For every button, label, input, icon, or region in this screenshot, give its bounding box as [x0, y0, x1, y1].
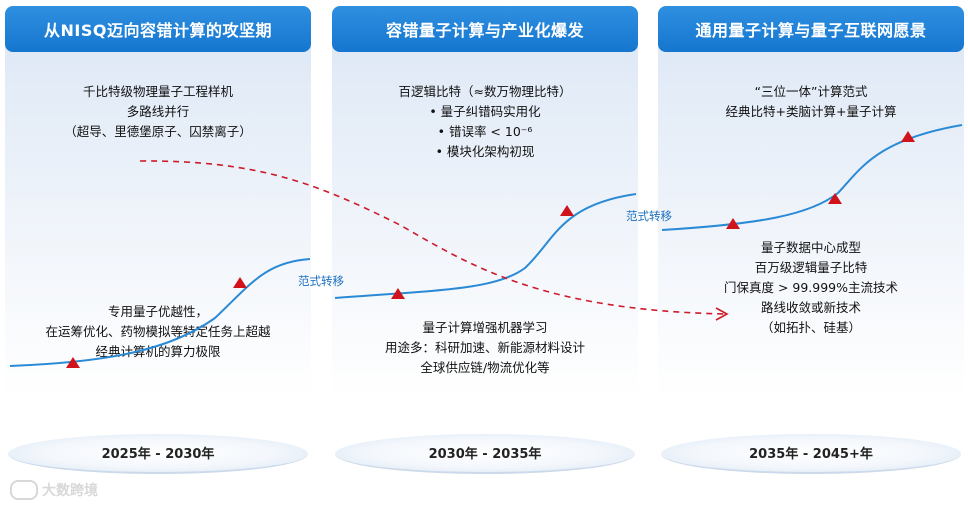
paradigm-shift-label-2: 范式转移	[626, 209, 672, 223]
panel-background	[5, 46, 311, 398]
milestone-marker	[828, 193, 842, 204]
stage-2-curve	[334, 193, 637, 299]
stage-3-upper-text: “三位一体”计算范式 经典比特+类脑计算+量子计算	[725, 84, 897, 119]
paradigm-shift-label-1: 范式转移	[298, 274, 344, 288]
panel-background	[332, 46, 638, 398]
stage-1-curve	[9, 258, 311, 367]
watermark: 大数跨境	[10, 480, 98, 500]
stage-3-year: 2035年 - 2045+年	[749, 447, 873, 462]
stage-1-year: 2025年 - 2030年	[101, 447, 215, 462]
milestone-marker	[726, 218, 740, 229]
stage-3-header: 通用量子计算与量子互联网愿景	[658, 6, 964, 52]
stage-2-lower-text: 量子计算增强机器学习 用途多：科研加速、新能源材料设计 全球供应链/物流优化等	[384, 320, 585, 375]
stage-1-upper-text: 千比特级物理量子工程样机 多路线并行 （超导、里德堡原子、囚禁离子）	[64, 84, 252, 139]
stage-3-curve	[661, 124, 963, 231]
stage-panel-3: 通用量子计算与量子互联网愿景 “三位一体”计算范式 经典比特+类脑计算+量子计算…	[658, 6, 964, 476]
year-platform	[8, 434, 308, 474]
stage-panel-2: 容错量子计算与产业化爆发 百逻辑比特（≈数万物理比特） • 量子纠错码实用化 •…	[332, 6, 638, 476]
stage-1-header: 从NISQ迈向容错计算的攻坚期	[5, 6, 311, 52]
milestone-marker	[66, 357, 80, 368]
arrow-head-icon	[715, 307, 729, 321]
milestone-marker	[391, 288, 405, 299]
stage-2-year: 2030年 - 2035年	[428, 447, 542, 462]
stage-panel-1: 从NISQ迈向容错计算的攻坚期 千比特级物理量子工程样机 多路线并行 （超导、里…	[5, 6, 311, 476]
watermark-logo-icon	[10, 480, 38, 500]
stage-2-upper-text: 百逻辑比特（≈数万物理比特） • 量子纠错码实用化 • 错误率 < 10⁻⁶ •…	[398, 84, 572, 159]
milestone-marker	[560, 205, 574, 216]
milestone-marker	[901, 131, 915, 142]
milestone-marker	[233, 277, 247, 288]
stage-3-lower-text: 量子数据中心成型 百万级逻辑量子比特 门保真度 > 99.999%主流技术 路线…	[723, 240, 899, 335]
stage-2-header: 容错量子计算与产业化爆发	[332, 6, 638, 52]
year-platform	[335, 434, 635, 474]
panel-background	[658, 46, 964, 398]
stage-1-lower-text: 专用量子优越性， 在运筹优化、药物模拟等特定任务上超越 经典计算机的算力极限	[45, 304, 271, 359]
year-platform	[661, 434, 961, 474]
trend-dashed-arrow	[139, 160, 726, 315]
